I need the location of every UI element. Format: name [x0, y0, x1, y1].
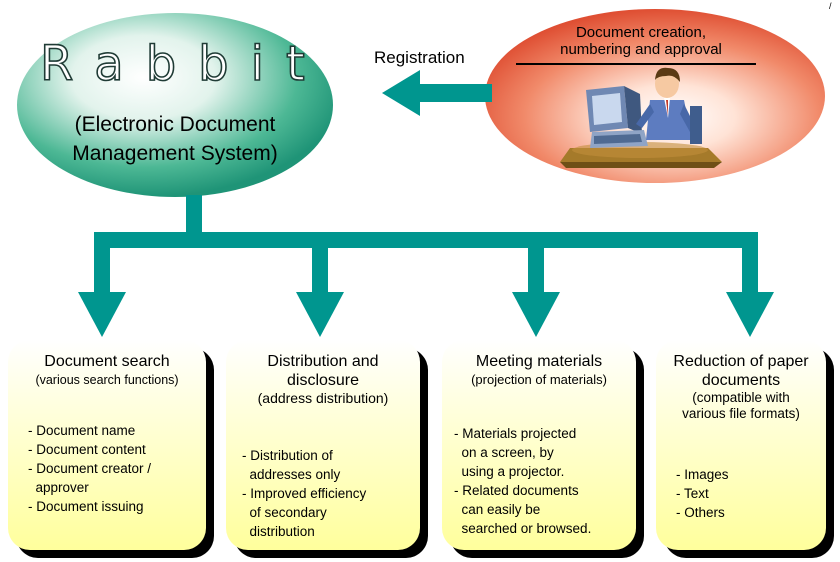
box-meeting-subtitle: (projection of materials) — [442, 372, 636, 388]
list-item: addresses only — [242, 467, 341, 482]
connector-tree — [94, 195, 758, 294]
list-item: - Images — [676, 467, 729, 482]
box-distribution-list: - Distribution of addresses only - Impro… — [242, 446, 418, 541]
list-item: - Others — [676, 505, 725, 520]
box-distribution — [226, 340, 428, 558]
connector-arrowheads — [78, 292, 774, 337]
registration-label: Registration — [374, 48, 465, 67]
box-search-title-line: Document search — [44, 353, 170, 370]
box-meeting-list: - Materials projected on a screen, by us… — [454, 424, 634, 538]
corner-mark: / — [829, 1, 832, 11]
box-reduction-title: Reduction of paper documents — [656, 352, 826, 390]
list-item: - Distribution of — [242, 448, 333, 463]
registration-arrow — [382, 70, 492, 116]
list-item: distribution — [242, 524, 315, 539]
box-distribution-title-line2: disclosure — [286, 372, 360, 389]
box-search — [8, 340, 214, 558]
list-item: - Related documents — [454, 483, 579, 498]
list-item: of secondary — [242, 505, 327, 520]
box-search-title: Document search — [8, 352, 206, 371]
box-meeting-title-line: Meeting materials — [475, 353, 603, 370]
creator-ellipse — [485, 9, 825, 183]
list-item: approver — [28, 480, 89, 495]
box-search-subtitle-line: (various search functions) — [35, 373, 179, 387]
box-distribution-title: Distribution and disclosure — [226, 352, 420, 390]
box-meeting-title: Meeting materials — [442, 352, 636, 371]
arrowhead-search — [78, 292, 126, 337]
creator-underline — [516, 63, 756, 65]
box-reduction-subtitle-line2: various file formats) — [682, 406, 800, 421]
list-item: searched or browsed. — [454, 521, 592, 536]
box-search-list: - Document name - Document content - Doc… — [28, 421, 210, 516]
list-item: - Document content — [28, 442, 146, 457]
creator-label-line1: Document creation, — [575, 24, 707, 41]
list-item: - Document creator / — [28, 461, 152, 476]
box-meeting-subtitle-line: (projection of materials) — [471, 372, 607, 387]
computer-user-illustration — [560, 67, 722, 168]
box-distribution-subtitle-line: (address distribution) — [257, 390, 389, 406]
arrowhead-meeting — [512, 292, 560, 337]
box-reduction-list: - Images - Text - Others — [676, 465, 816, 522]
box-reduction-title-line1: Reduction of paper — [673, 353, 809, 370]
list-item: using a projector. — [454, 464, 565, 479]
central-ellipse — [17, 13, 333, 197]
list-item: - Text — [676, 486, 709, 501]
list-item: on a screen, by — [454, 445, 554, 460]
box-distribution-subtitle: (address distribution) — [226, 390, 420, 406]
creator-label: Document creation, numbering and approva… — [536, 24, 746, 58]
arrowhead-reduction — [726, 292, 774, 337]
list-item: can easily be — [454, 502, 541, 517]
box-distribution-title-line1: Distribution and — [267, 353, 379, 370]
rabbit-subtitle-line1: (Electronic Document — [74, 113, 276, 136]
rabbit-title: Rabbit — [39, 35, 327, 93]
arrowhead-distribution — [296, 292, 344, 337]
list-item: - Materials projected — [454, 426, 577, 441]
box-reduction-title-line2: documents — [701, 372, 781, 389]
list-item: - Improved efficiency — [242, 486, 367, 501]
box-meeting — [442, 340, 644, 558]
box-search-subtitle: (various search functions) — [8, 372, 206, 388]
box-reduction-subtitle-line1: (compatible with — [692, 390, 790, 405]
rabbit-subtitle: (Electronic Document Management System) — [40, 110, 310, 168]
rabbit-subtitle-line2: Management System) — [72, 142, 278, 165]
box-reduction-subtitle: (compatible with various file formats) — [656, 390, 826, 422]
box-reduction — [656, 340, 834, 558]
creator-label-line2: numbering and approval — [560, 41, 722, 58]
list-item: - Document issuing — [28, 499, 144, 514]
list-item: - Document name — [28, 423, 136, 438]
